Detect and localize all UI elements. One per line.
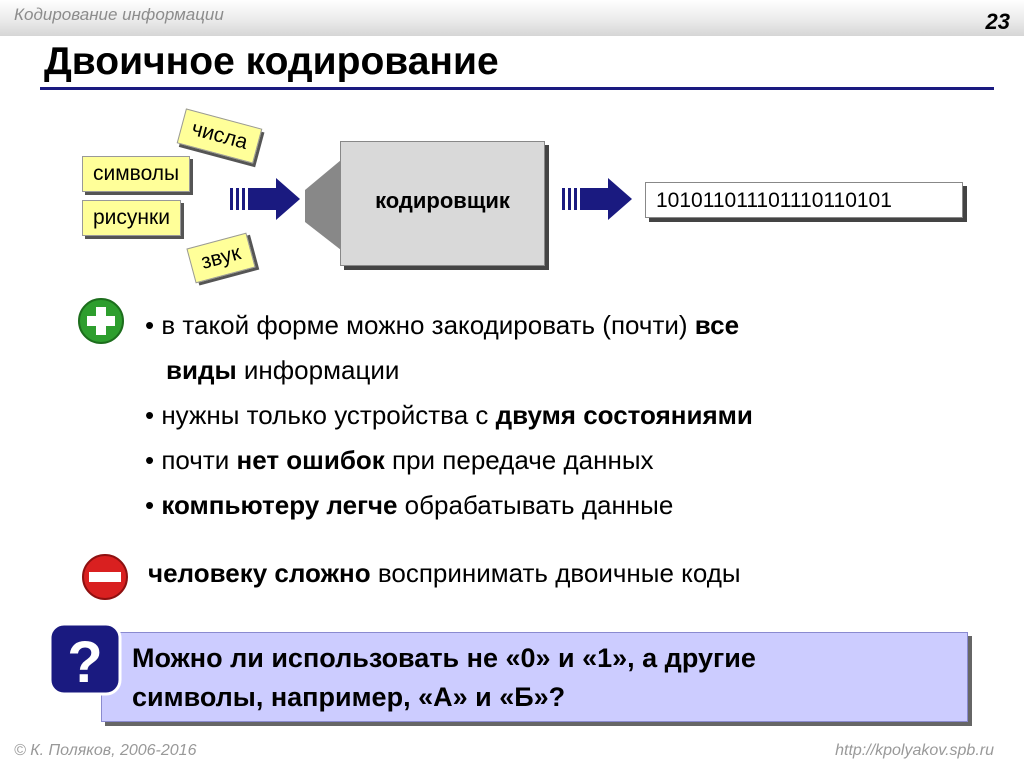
top-bar: Кодирование информации 23 (0, 0, 1024, 36)
pros-list: • в такой форме можно закодировать (почт… (145, 303, 753, 528)
question-line-1: Можно ли использовать не «0» и «1», а др… (132, 643, 756, 673)
question-line-2: символы, например, «А» и «Б»? (132, 682, 566, 712)
output-arrow-icon (562, 178, 632, 220)
funnel-icon (305, 160, 341, 250)
list-item: • в такой форме можно закодировать (почт… (145, 310, 740, 340)
footer-author: © К. Поляков, 2006-2016 (14, 742, 197, 759)
binary-output: 10101101110111011010​1 (645, 182, 963, 218)
topic-label: Кодирование информации (14, 5, 224, 24)
minus-icon (82, 554, 128, 600)
encoder-label: кодировщик (375, 188, 510, 213)
question-box: Можно ли использовать не «0» и «1», а др… (101, 632, 968, 722)
list-item: • почти нет ошибок при передаче данных (145, 445, 654, 475)
question-icon: ? (48, 622, 122, 696)
slide-title: Двоичное кодирование (44, 40, 499, 83)
svg-text:?: ? (67, 630, 102, 695)
title-rule (40, 87, 994, 90)
page-number: 23 (985, 9, 1010, 34)
input-arrow-icon (230, 178, 300, 220)
tag-symbols: символы (82, 156, 191, 192)
tag-sound: звук (186, 232, 256, 284)
list-item: • компьютеру легче обрабатывать данные (145, 490, 674, 520)
plus-icon (78, 298, 124, 344)
footer-url: http://kpolyakov.spb.ru (835, 742, 994, 759)
cons-text: человеку сложно воспринимать двоичные ко… (148, 558, 741, 588)
list-item-continued: виды информации (166, 355, 400, 385)
list-item: • нужны только устройства с двумя состоя… (145, 400, 753, 430)
tag-pictures: рисунки (82, 200, 181, 236)
encoder-box: кодировщик (340, 141, 545, 266)
